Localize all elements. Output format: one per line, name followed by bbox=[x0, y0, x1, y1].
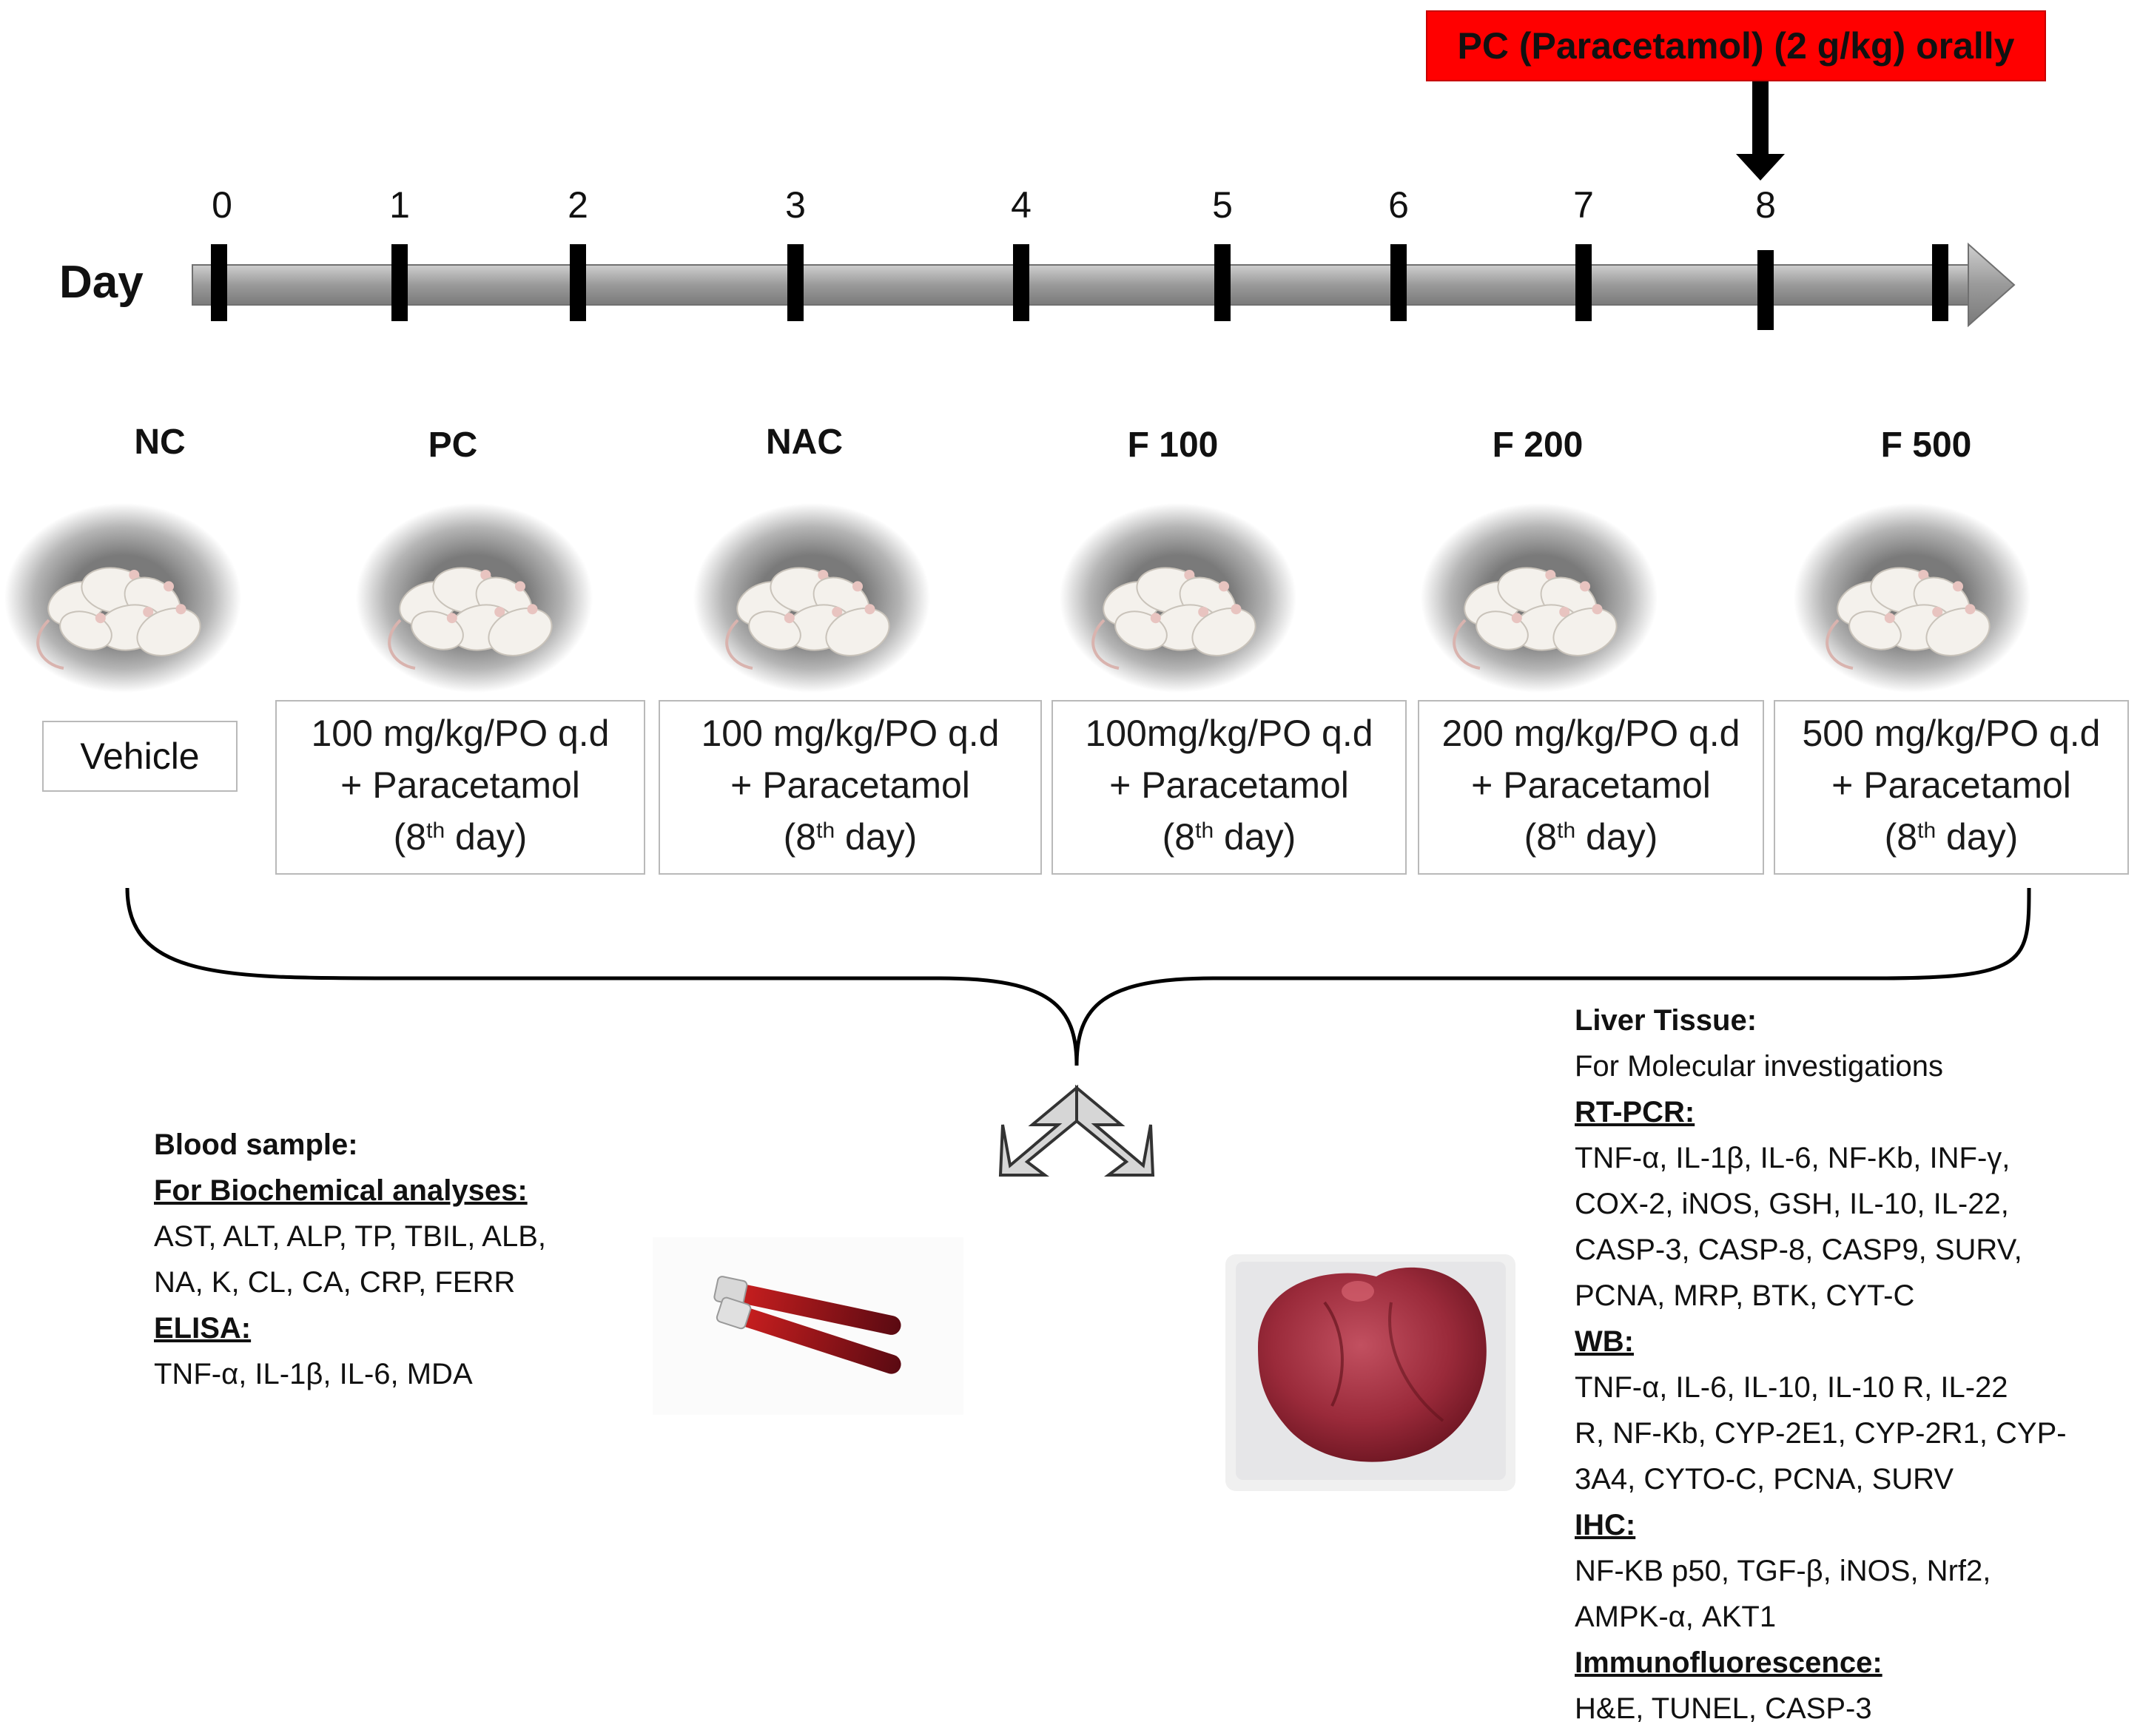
elisa-heading: ELISA: bbox=[154, 1312, 252, 1345]
timeline-tick-mark bbox=[391, 244, 408, 321]
wb-heading: WB: bbox=[1575, 1325, 1634, 1358]
dose-line: 500 mg/kg/PO q.d bbox=[1802, 713, 2101, 754]
grouping-brace bbox=[125, 887, 2031, 1066]
timeline-tick-mark bbox=[570, 244, 586, 321]
timeline-tick-label: 0 bbox=[212, 184, 232, 226]
mouse-group-photo bbox=[693, 503, 930, 693]
timeline-tick-mark bbox=[1757, 250, 1774, 330]
timeline-tick-label: 4 bbox=[1011, 184, 1032, 226]
dose-line: 100mg/kg/PO q.d bbox=[1085, 713, 1373, 754]
mouse-group-photo bbox=[356, 503, 593, 693]
treatment-box-pc: 100 mg/kg/PO q.d + Paracetamol (8th day) bbox=[275, 700, 645, 875]
rtpcr-line: TNF-α, IL-1β, IL-6, NF-Kb, INF-γ, bbox=[1575, 1142, 2011, 1174]
mouse-group-photo bbox=[1794, 503, 2030, 693]
group-title-f500: F 500 bbox=[1880, 425, 1972, 465]
elisa-line: TNF-α, IL-1β, IL-6, MDA bbox=[154, 1358, 473, 1390]
day-line: (8th day) bbox=[393, 816, 528, 858]
timeline-ticks bbox=[211, 244, 1948, 330]
biochem-heading: For Biochemical analyses: bbox=[154, 1174, 528, 1207]
dose-line: 100 mg/kg/PO q.d bbox=[701, 713, 1000, 754]
paracetamol-line: + Paracetamol bbox=[730, 764, 970, 806]
liver-tissue-title: Liver Tissue: bbox=[1575, 1004, 1757, 1037]
blood-sample-panel: Blood sample: For Biochemical analyses: … bbox=[154, 1122, 546, 1397]
treatment-box-nac: 100 mg/kg/PO q.d + Paracetamol (8th day) bbox=[659, 700, 1042, 875]
treatment-box-f100: 100mg/kg/PO q.d + Paracetamol (8th day) bbox=[1052, 700, 1407, 875]
mouse-group-photo bbox=[1060, 503, 1296, 693]
liver-tissue-subtitle: For Molecular investigations bbox=[1575, 1050, 1943, 1083]
rtpcr-line: COX-2, iNOS, GSH, IL-10, IL-22, bbox=[1575, 1188, 2009, 1220]
timeline-tick-label: 2 bbox=[568, 184, 588, 226]
group-title-f100: F 100 bbox=[1127, 425, 1219, 465]
paracetamol-line: + Paracetamol bbox=[1109, 764, 1349, 806]
treatment-box-nc: Vehicle bbox=[42, 721, 238, 792]
ihc-heading: IHC: bbox=[1575, 1509, 1636, 1541]
split-arrow bbox=[998, 1084, 1155, 1177]
day-line: (8th day) bbox=[783, 816, 918, 858]
timeline-tick-mark bbox=[787, 244, 804, 321]
immunofluorescence-line: H&E, TUNEL, CASP-3 bbox=[1575, 1692, 1872, 1725]
wb-line: TNF-α, IL-6, IL-10, IL-10 R, IL-22 bbox=[1575, 1371, 2008, 1404]
day-line: (8th day) bbox=[1524, 816, 1658, 858]
timeline-tick-mark bbox=[211, 244, 227, 321]
timeline-arrow bbox=[192, 242, 2016, 328]
blood-sample-title: Blood sample: bbox=[154, 1128, 358, 1161]
mouse-group-photo bbox=[1421, 503, 1658, 693]
paracetamol-line: + Paracetamol bbox=[340, 764, 580, 806]
ihc-line: NF-KB p50, TGF-β, iNOS, Nrf2, bbox=[1575, 1555, 1991, 1587]
timeline-tick-mark bbox=[1214, 244, 1231, 321]
biochem-line: AST, ALT, ALP, TP, TBIL, ALB, bbox=[154, 1220, 546, 1253]
banner-pointer-arrow bbox=[1736, 81, 1785, 181]
paracetamol-dose-banner: PC (Paracetamol) (2 g/kg) orally bbox=[1426, 10, 2046, 81]
wb-line: 3A4, CYTO-C, PCNA, SURV bbox=[1575, 1463, 1954, 1496]
timeline-tick-label: 1 bbox=[389, 184, 410, 226]
rtpcr-line: PCNA, MRP, BTK, CYT-C bbox=[1575, 1279, 1915, 1312]
group-title-pc: PC bbox=[428, 425, 478, 465]
treatment-box-f500: 500 mg/kg/PO q.d + Paracetamol (8th day) bbox=[1774, 700, 2129, 875]
paracetamol-line: + Paracetamol bbox=[1831, 764, 2071, 806]
dose-line: 100 mg/kg/PO q.d bbox=[311, 713, 610, 754]
group-title-nac: NAC bbox=[766, 423, 843, 462]
timeline-tick-mark bbox=[1575, 244, 1592, 321]
day-line: (8th day) bbox=[1162, 816, 1296, 858]
liver-tissue-panel: Liver Tissue: For Molecular investigatio… bbox=[1575, 997, 2067, 1732]
rtpcr-heading: RT-PCR: bbox=[1575, 1096, 1695, 1128]
day-line: (8th day) bbox=[1884, 816, 2019, 858]
timeline-tick-label: 3 bbox=[785, 184, 806, 226]
treatment-box-f200: 200 mg/kg/PO q.d + Paracetamol (8th day) bbox=[1418, 700, 1764, 875]
liver-image bbox=[1225, 1254, 1515, 1491]
timeline-tick-mark bbox=[1013, 244, 1029, 321]
group-title-nc: NC bbox=[134, 423, 186, 462]
immunofluorescence-heading: Immunofluorescence: bbox=[1575, 1646, 1882, 1679]
paracetamol-line: + Paracetamol bbox=[1471, 764, 1711, 806]
mice-images bbox=[4, 503, 2030, 693]
rtpcr-line: CASP-3, CASP-8, CASP9, SURV, bbox=[1575, 1234, 2022, 1266]
mouse-group-photo bbox=[4, 503, 241, 693]
timeline-tick-label: 7 bbox=[1573, 184, 1594, 226]
timeline-day-label: Day bbox=[59, 257, 144, 308]
ihc-line: AMPK-α, AKT1 bbox=[1575, 1601, 1777, 1633]
dose-line: 200 mg/kg/PO q.d bbox=[1441, 713, 1740, 754]
timeline-tick-mark bbox=[1390, 244, 1407, 321]
biochem-line: NA, K, CL, CA, CRP, FERR bbox=[154, 1266, 516, 1299]
timeline-tick-mark bbox=[1932, 244, 1948, 321]
timeline-tick-label: 5 bbox=[1212, 184, 1233, 226]
group-title-f200: F 200 bbox=[1492, 425, 1584, 465]
timeline-tick-label: 6 bbox=[1388, 184, 1409, 226]
blood-tubes-image bbox=[653, 1237, 963, 1415]
timeline-tick-label: 8 bbox=[1755, 184, 1776, 226]
wb-line: R, NF-Kb, CYP-2E1, CYP-2R1, CYP- bbox=[1575, 1417, 2067, 1450]
